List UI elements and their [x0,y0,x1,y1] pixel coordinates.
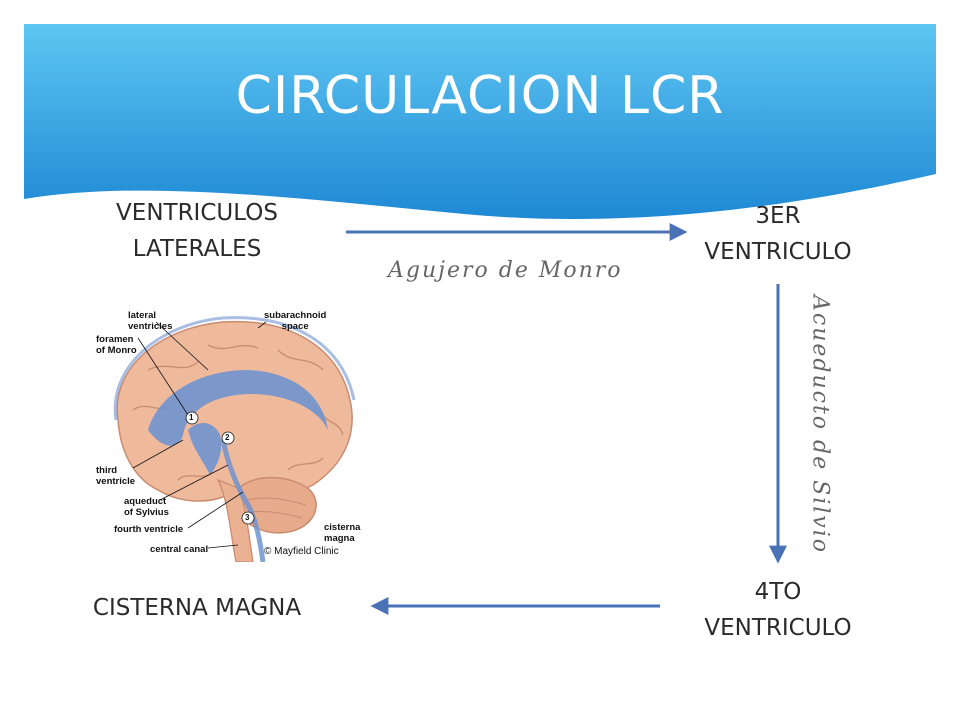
label-third-ventricle-line1: third [96,465,118,476]
label-aqueduct-of-sylvius-line2: of Sylvius [124,507,169,518]
label-subarachnoid-space-line1: subarachnoid [264,310,327,321]
lateral-ventricle-shape [148,370,328,446]
brain-drawing [113,316,356,563]
label-central-canal: central canal [150,544,209,555]
label-lateral-ventricles: lateral ventricles [128,310,172,332]
brain-illustration: lateral ventricles subarachnoid space fo… [88,300,370,563]
label-subarachnoid-space: subarachnoid space [264,310,326,332]
node-4to-ventriculo-line2: VENTRICULO [704,615,852,641]
label-foramen-of-monro-line2: of Monro [96,345,137,356]
node-4to-ventriculo-line1: 4TO [754,579,802,605]
third-ventricle-shape [188,423,222,475]
node-ventriculos-laterales-line1: VENTRICULOS [116,200,278,226]
label-cisterna-magna-line2: magna [324,533,355,544]
node-3er-ventriculo-line1: 3ER [755,203,801,229]
node-cisterna-magna: CISTERNA MAGNA [92,595,302,621]
marker-3: 3 [245,513,250,522]
label-third-ventricle: third ventricle [96,465,135,487]
marker-1: 1 [189,413,194,422]
slide-title: CIRCULACION LCR [235,66,725,126]
node-ventriculos-laterales-line2: LATERALES [132,236,262,262]
label-foramen-of-monro: foramen of Monro [96,334,137,356]
cerebrum-shape [116,320,353,502]
label-cisterna-magna: cisterna magna [324,522,360,544]
header-banner [24,24,936,228]
node-4to-ventriculo: 4TO VENTRICULO [680,574,876,646]
node-ventriculos-laterales: VENTRICULOS LATERALES [92,195,302,267]
label-lateral-ventricles-line1: lateral [128,310,156,321]
label-fourth-ventricle: fourth ventricle [114,524,184,535]
csf-pathway-shape [220,439,266,563]
edge-label-agujero-de-monro: Agujero de Monro [388,258,623,283]
label-lateral-ventricles-line2: ventricles [128,321,173,332]
label-subarachnoid-space-line2: space [281,321,309,332]
label-cisterna-magna-line1: cisterna [324,522,361,533]
label-aqueduct-of-sylvius-line1: aqueduct [124,496,167,507]
label-foramen-of-monro-line1: foramen [96,334,134,345]
node-3er-ventriculo: 3ER VENTRICULO [680,198,876,270]
label-aqueduct-of-sylvius: aqueduct of Sylvius [124,496,169,518]
label-third-ventricle-line2: ventricle [96,476,136,487]
node-3er-ventriculo-line2: VENTRICULO [704,239,852,265]
marker-2: 2 [225,433,230,442]
illustration-copyright: © Mayfield Clinic [264,546,339,557]
